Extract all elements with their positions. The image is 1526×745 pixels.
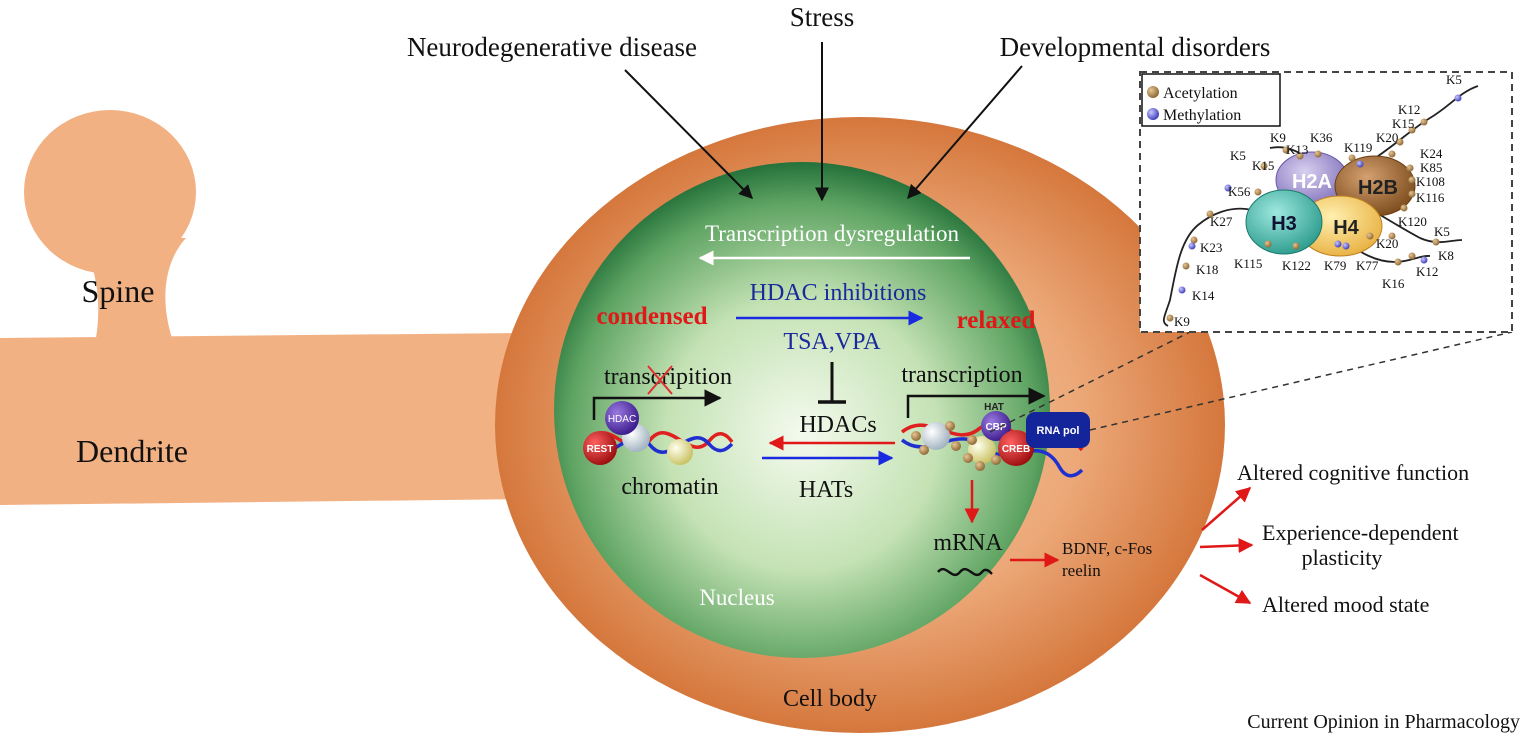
cell-body-label: Cell body — [783, 686, 877, 712]
hdac-inhibitions-label: HDAC inhibitions — [750, 280, 927, 306]
rest-protein: REST — [583, 431, 617, 465]
site-label: K20 — [1376, 236, 1398, 251]
h2b-label: H2B — [1358, 177, 1398, 199]
acetylation-dots — [1166, 118, 1440, 322]
condensed-label: condensed — [596, 303, 707, 330]
developmental-arrow — [907, 65, 1023, 200]
site-label: K27 — [1210, 214, 1233, 229]
site-label: K24 — [1420, 146, 1443, 161]
site-label: K79 — [1324, 258, 1346, 273]
histone-inset: Acetylation Methylation H2A H2B H3 H4 — [1139, 71, 1513, 333]
site-label: K56 — [1228, 184, 1251, 199]
site-label: K85 — [1420, 160, 1442, 175]
developmental-label: Developmental disorders — [1000, 32, 1271, 62]
site-label: K122 — [1282, 258, 1311, 273]
neurodegenerative-arrow — [624, 69, 753, 199]
methylation-dots — [1178, 94, 1462, 294]
site-label: K5 — [1434, 224, 1450, 239]
spine-head — [24, 110, 196, 274]
cbp-protein-label: CBP — [985, 422, 1006, 433]
legend-acetylation: Acetylation — [1163, 85, 1238, 102]
spine-label: Spine — [82, 273, 155, 309]
zoom-connectors — [989, 331, 1513, 433]
mrna-strand — [937, 567, 993, 577]
tsa-vpa-label: TSA,VPA — [783, 329, 881, 355]
rna-pol-protein: RNA pol — [1026, 412, 1090, 448]
genes-line-2: reelin — [1062, 561, 1101, 580]
site-label: K18 — [1196, 262, 1218, 277]
transcription-left-label: transcripition — [604, 364, 732, 390]
dysregulation-label: Transcription dysregulation — [705, 221, 960, 246]
site-label: K36 — [1310, 130, 1333, 145]
site-label: K115 — [1234, 256, 1262, 271]
hdacs-label: HDACs — [799, 412, 876, 438]
h4-label: H4 — [1333, 217, 1359, 239]
genes-line-1: BDNF, c-Fos — [1062, 539, 1152, 558]
neurodegenerative-label: Neurodegenerative disease — [407, 32, 697, 62]
hdac-protein-label: HDAC — [608, 414, 636, 425]
site-label: K15 — [1392, 116, 1414, 131]
methylation-swatch — [1147, 108, 1159, 120]
blocked-transcription-cross — [647, 365, 673, 395]
rna-pol-label: RNA pol — [1037, 425, 1080, 437]
creb-protein-label: CREB — [1002, 444, 1030, 455]
transcription-right-label: transcription — [901, 362, 1022, 388]
site-label: K13 — [1286, 142, 1308, 157]
site-label: K14 — [1192, 288, 1215, 303]
site-label: K9 — [1270, 130, 1286, 145]
acetylation-swatch — [1147, 86, 1159, 98]
outcome-plasticity-line-1: Experience-dependent — [1262, 520, 1459, 545]
stimulus-arrows — [624, 42, 1023, 202]
lysine-site-labels: K5 K12 K15 K20 K24 K85 K108 K116 K120 K5… — [1174, 72, 1462, 329]
cbp-protein: CBP — [981, 411, 1011, 441]
site-label: K20 — [1376, 130, 1398, 145]
source-credit: Current Opinion in Pharmacology — [1247, 711, 1520, 733]
h3-core — [1245, 189, 1323, 255]
site-label: K120 — [1398, 214, 1427, 229]
dendrite-shaft — [0, 332, 620, 505]
dendrite-label: Dendrite — [76, 433, 188, 469]
site-label: K12 — [1398, 102, 1420, 117]
site-label: K15 — [1252, 158, 1274, 173]
mrna-label: mRNA — [933, 530, 1003, 556]
site-label: K119 — [1344, 140, 1372, 155]
rest-protein-label: REST — [587, 444, 614, 455]
relaxed-label: relaxed — [957, 307, 1036, 334]
creb-protein: CREB — [998, 430, 1034, 466]
site-label: K108 — [1416, 174, 1445, 189]
chromatin-label: chromatin — [621, 474, 718, 500]
transcription-right-arrow — [906, 387, 1046, 418]
site-label: K116 — [1416, 190, 1445, 205]
stress-label: Stress — [790, 2, 855, 32]
nucleus-label: Nucleus — [699, 585, 774, 610]
legend-methylation: Methylation — [1163, 107, 1241, 124]
outcome-mood: Altered mood state — [1262, 592, 1429, 617]
site-label: K5 — [1446, 72, 1462, 87]
inset-legend: Acetylation Methylation — [1141, 73, 1281, 127]
outcome-cognitive: Altered cognitive function — [1237, 460, 1469, 485]
outcome-arrows — [1199, 487, 1254, 605]
site-label: K5 — [1230, 148, 1246, 163]
hat-label: HAT — [984, 402, 1004, 413]
h2a-label: H2A — [1292, 171, 1332, 193]
site-label: K23 — [1200, 240, 1222, 255]
hats-label: HATs — [799, 477, 853, 503]
site-label: K8 — [1438, 248, 1454, 263]
site-label: K77 — [1356, 258, 1379, 273]
site-label: K12 — [1416, 264, 1438, 279]
hdac-protein: HDAC — [605, 401, 639, 435]
site-label: K16 — [1382, 276, 1405, 291]
transcription-left-arrow — [592, 389, 722, 420]
outcome-plasticity-line-2: plasticity — [1302, 545, 1383, 570]
nucleus — [554, 162, 1050, 658]
site-label: K9 — [1174, 314, 1190, 329]
h3-label: H3 — [1271, 213, 1297, 235]
